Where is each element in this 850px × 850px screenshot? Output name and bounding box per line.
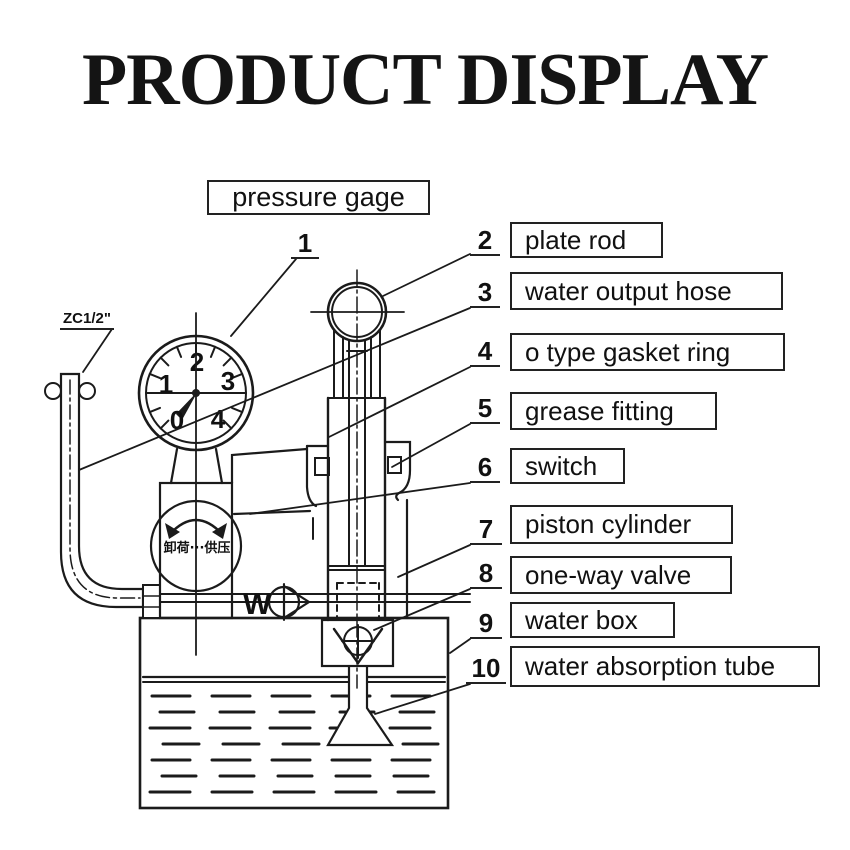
leader-7 [397, 544, 471, 578]
callout-number-9: 9 [470, 609, 502, 639]
w-valve-drawing [267, 583, 312, 621]
label-water-absorption-tube: water absorption tube [510, 646, 820, 687]
leader-8 [373, 588, 471, 631]
piston-cylinder-drawing [310, 269, 405, 689]
callout-number-3: 3 [470, 278, 500, 308]
label-o-type-gasket-ring: o type gasket ring [510, 333, 785, 371]
water-hatching [148, 694, 440, 794]
water-box-drawing [138, 616, 450, 810]
page-title: PRODUCT DISPLAY [81, 39, 769, 121]
leader-9 [449, 638, 471, 654]
gauge-digit-4: 4 [211, 404, 226, 434]
hose-fitting [142, 584, 161, 619]
gauge-digit-2: 2 [190, 347, 204, 377]
label-switch: switch [510, 448, 625, 484]
hose-centerline [69, 379, 141, 599]
gauge-digit-1: 1 [159, 369, 173, 399]
rotation-caption: 卸荷···供压 [164, 540, 231, 556]
rotation-arrowhead-left [165, 523, 180, 539]
label-water-output-hose: water output hose [510, 272, 783, 310]
callout-number-2: 2 [470, 226, 500, 256]
label-water-box: water box [510, 602, 675, 638]
gauge-digit-0: 0 [170, 405, 184, 435]
hose-nut-right [78, 382, 96, 400]
callout-number-4: 4 [470, 337, 500, 367]
leader-1 [230, 258, 297, 337]
thread-leader-line [82, 328, 113, 373]
gauge-needle [176, 391, 198, 420]
label-piston-cylinder: piston cylinder [510, 505, 733, 544]
gauge-stem [169, 447, 179, 485]
output-hose-drawing [44, 328, 161, 619]
callout-number-8: 8 [470, 559, 502, 589]
water-absorption-tube-drawing [326, 662, 395, 747]
leader-3 [78, 307, 471, 471]
gauge-digit-3: 3 [221, 366, 235, 396]
w-mark: W [243, 588, 272, 621]
pump-base [154, 593, 471, 603]
callout-number-1: 1 [291, 229, 319, 259]
label-plate-rod: plate rod [510, 222, 663, 258]
leader-6 [249, 482, 471, 515]
leader-5 [391, 423, 471, 468]
hose-nut-left [44, 382, 62, 400]
rotation-arrowhead-right [212, 523, 227, 539]
label-grease-fitting: grease fitting [510, 392, 717, 430]
rotation-indicator [149, 499, 243, 593]
thread-size-label: ZC1/2" [60, 309, 114, 330]
label-pressure-gage: pressure gage [207, 180, 430, 215]
callout-number-7: 7 [470, 515, 502, 545]
leader-10 [374, 683, 471, 715]
label-one-way-valve: one-way valve [510, 556, 732, 594]
leader-2 [382, 253, 471, 297]
callout-number-6: 6 [470, 453, 500, 483]
pump-body-drawing [149, 481, 243, 620]
callout-number-5: 5 [470, 394, 500, 424]
callout-number-10: 10 [466, 654, 506, 684]
leader-4 [328, 366, 471, 438]
leader-lines [78, 253, 471, 715]
